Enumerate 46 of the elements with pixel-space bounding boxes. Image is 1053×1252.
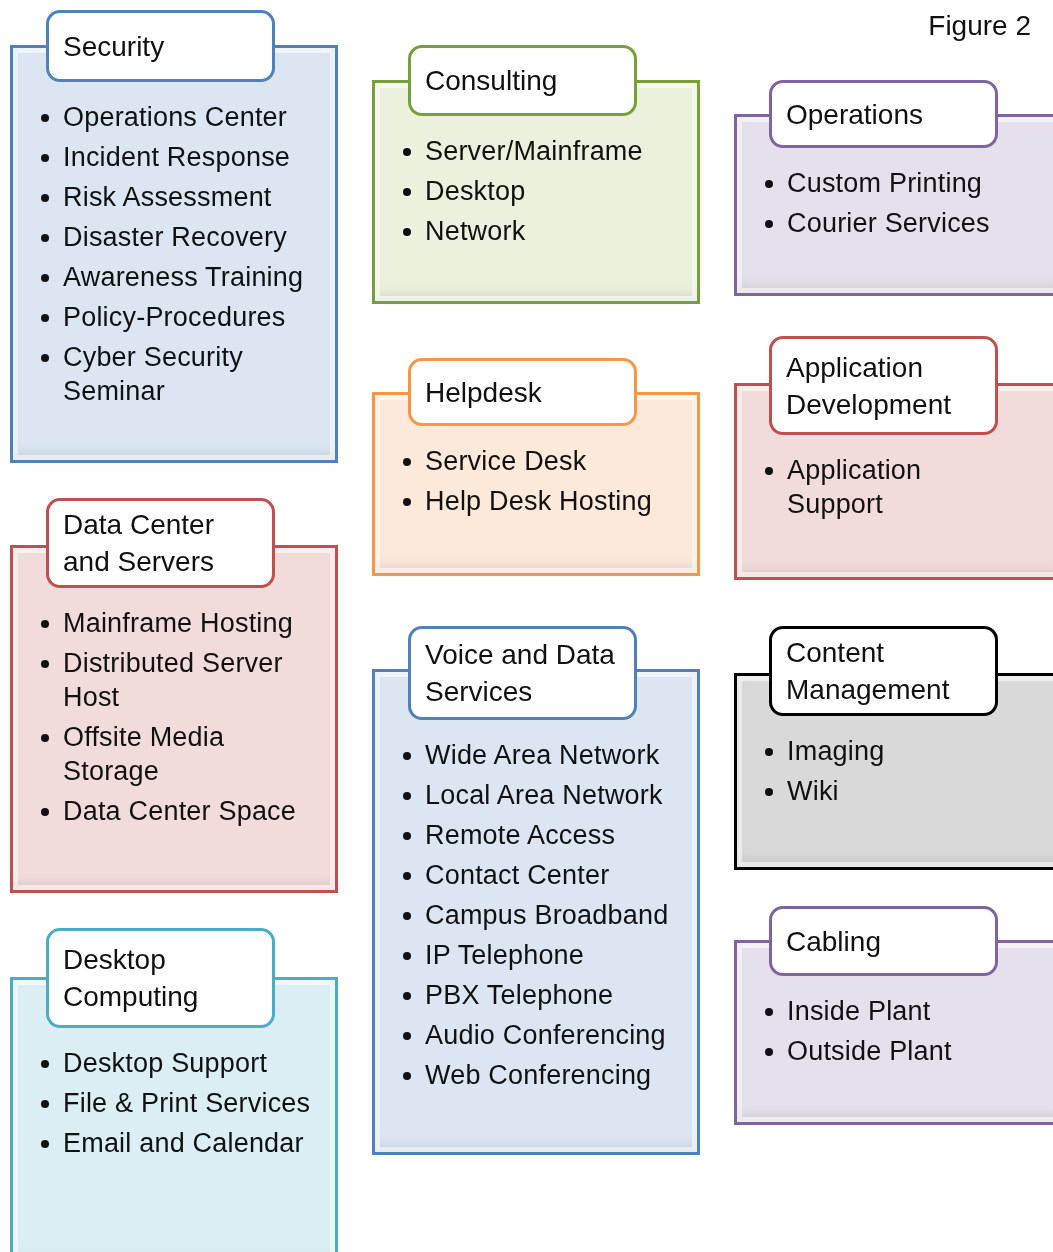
list-item: Network bbox=[425, 215, 527, 248]
list-item: Mainframe Hosting bbox=[63, 607, 294, 640]
list-item: Help Desk Hosting bbox=[425, 485, 653, 518]
list-item: Incident Response bbox=[63, 141, 292, 174]
list-item: Desktop bbox=[425, 175, 527, 208]
heading-tab: Desktop Computing bbox=[46, 928, 275, 1028]
list-item: Wide Area Network bbox=[425, 739, 661, 772]
list-item: Contact Center bbox=[425, 859, 611, 892]
list-item: Disaster Recovery bbox=[63, 221, 288, 254]
list-item: Cyber Security Seminar bbox=[63, 341, 244, 408]
list-item: Outside Plant bbox=[787, 1035, 953, 1068]
heading-tab: Operations bbox=[769, 80, 998, 148]
list-item: Risk Assessment bbox=[63, 181, 273, 214]
list-item: Offsite Media Storage bbox=[63, 721, 226, 788]
list-item: IP Telephone bbox=[425, 939, 586, 972]
list-item: Campus Broadband bbox=[425, 899, 670, 932]
heading-tab: Voice and Data Services bbox=[408, 626, 637, 720]
heading-tab: Data Center and Servers bbox=[46, 498, 275, 588]
list-item: Operations Center bbox=[63, 101, 288, 134]
list-item: Awareness Training bbox=[63, 261, 305, 294]
list-item: PBX Telephone bbox=[425, 979, 615, 1012]
list-item: Web Conferencing bbox=[425, 1059, 653, 1092]
list-item: Custom Printing bbox=[787, 167, 984, 200]
figure-label: Figure 2 bbox=[928, 10, 1031, 42]
list-item: Application Support bbox=[787, 454, 923, 521]
list-item: Email and Calendar bbox=[63, 1127, 305, 1160]
list-item: Inside Plant bbox=[787, 995, 932, 1028]
heading-tab: Cabling bbox=[769, 906, 998, 976]
heading-tab: Application Development bbox=[769, 336, 998, 435]
heading-tab: Security bbox=[46, 10, 275, 82]
list-item: Service Desk bbox=[425, 445, 588, 478]
heading-tab: Helpdesk bbox=[408, 358, 637, 426]
list-item: Imaging bbox=[787, 735, 886, 768]
list-item: File & Print Services bbox=[63, 1087, 312, 1120]
list-item: Data Center Space bbox=[63, 795, 298, 828]
heading-tab: Content Management bbox=[769, 626, 998, 716]
list-item: Server/Mainframe bbox=[425, 135, 644, 168]
heading-tab: Consulting bbox=[408, 45, 637, 116]
list-item: Distributed Server Host bbox=[63, 647, 284, 714]
list-item: Desktop Support bbox=[63, 1047, 269, 1080]
list-item: Courier Services bbox=[787, 207, 991, 240]
list-item: Audio Conferencing bbox=[425, 1019, 667, 1052]
list-item: Policy-Procedures bbox=[63, 301, 287, 334]
list-item: Remote Access bbox=[425, 819, 617, 852]
list-item: Wiki bbox=[787, 775, 840, 808]
list-item: Local Area Network bbox=[425, 779, 664, 812]
